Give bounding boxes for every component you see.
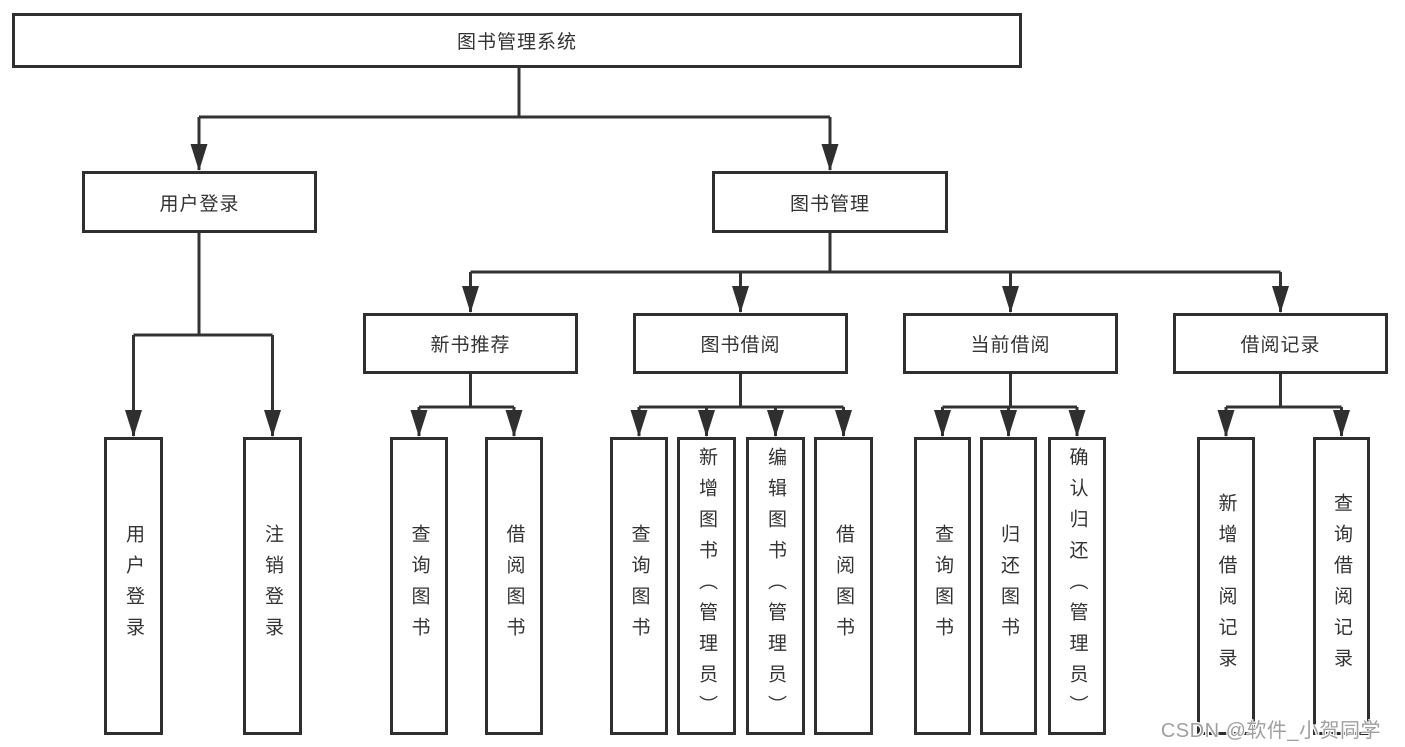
node-book-mgmt: 图书管理: [712, 171, 948, 233]
node-br-add-leaf: 新增借阅记录: [1197, 437, 1255, 735]
node-book-mgmt-label: 图书管理: [789, 193, 870, 215]
node-logout-leaf: 注销登录: [243, 437, 302, 735]
node-root: 图书管理系统: [12, 13, 1022, 68]
node-nb-borrow-leaf: 借阅图书: [485, 437, 543, 735]
node-new-books: 新书推荐: [363, 313, 578, 374]
node-book-borrow-label: 图书借阅: [700, 335, 781, 356]
node-bb-borrow-leaf: 借阅图书: [814, 437, 873, 735]
node-cb-confirm-leaf-label: 确认归还（管理员）: [1066, 446, 1088, 726]
node-bb-borrow-leaf-label: 借阅图书: [833, 524, 854, 648]
node-login-leaf-label: 用户登录: [123, 524, 144, 648]
node-user-login-label: 用户登录: [159, 193, 240, 215]
node-cb-query-leaf: 查询图书: [914, 437, 971, 735]
node-logout-leaf-label: 注销登录: [262, 524, 283, 648]
node-cb-return-leaf-label: 归还图书: [998, 524, 1019, 648]
node-nb-borrow-leaf-label: 借阅图书: [503, 524, 525, 648]
node-bb-add-leaf: 新增图书（管理员）: [677, 437, 736, 735]
node-br-query-leaf: 查询借阅记录: [1313, 437, 1370, 735]
node-nb-query-leaf-label: 查询图书: [408, 524, 430, 648]
node-book-borrow: 图书借阅: [633, 313, 848, 374]
node-br-add-leaf-label: 新增借阅记录: [1215, 493, 1237, 679]
node-cb-confirm-leaf: 确认归还（管理员）: [1048, 437, 1106, 735]
node-login-leaf: 用户登录: [104, 437, 163, 735]
node-nb-query-leaf: 查询图书: [390, 437, 448, 735]
node-borrow-records-label: 借阅记录: [1240, 335, 1321, 356]
watermark: CSDN @软件_小贺同学: [1160, 720, 1381, 742]
node-user-login: 用户登录: [82, 171, 317, 233]
node-bb-add-leaf-label: 新增图书（管理员）: [696, 446, 717, 726]
node-br-query-leaf-label: 查询借阅记录: [1331, 493, 1352, 679]
node-root-label: 图书管理系统: [456, 32, 577, 53]
node-borrow-records: 借阅记录: [1173, 313, 1388, 374]
node-bb-edit-leaf-label: 编辑图书（管理员）: [765, 446, 786, 726]
node-current-borrow-label: 当前借阅: [970, 335, 1051, 356]
node-new-books-label: 新书推荐: [430, 335, 511, 356]
node-cb-query-leaf-label: 查询图书: [932, 524, 953, 648]
node-bb-query-leaf: 查询图书: [610, 437, 668, 735]
node-bb-edit-leaf: 编辑图书（管理员）: [746, 437, 805, 735]
node-bb-query-leaf-label: 查询图书: [628, 524, 650, 648]
node-current-borrow: 当前借阅: [903, 313, 1118, 374]
node-cb-return-leaf: 归还图书: [980, 437, 1037, 735]
